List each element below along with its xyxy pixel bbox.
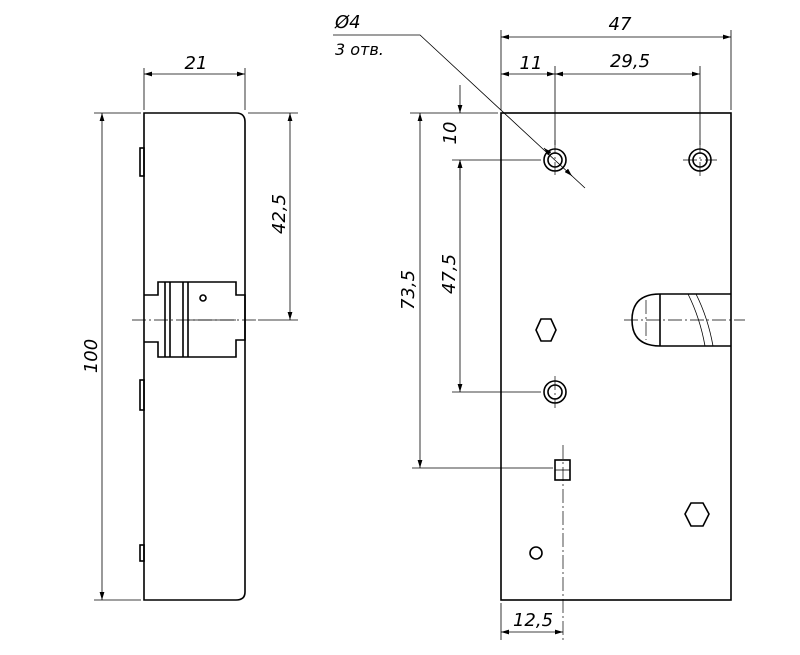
dim-hole-spacing-y: 47,5 [439, 160, 541, 393]
dim-side-height: 100 [81, 112, 141, 601]
small-hole [529, 546, 543, 560]
dim-hole-spacing-y-label: 47,5 [439, 254, 460, 294]
dim-slot-x-label: 12,5 [513, 610, 553, 631]
dim-hole-offset-y-label: 10 [440, 122, 461, 145]
dim-front-width-label: 47 [609, 14, 632, 35]
side-view: 21 100 42,5 [81, 53, 298, 601]
front-view: 47 11 29,5 10 47,5 73, [333, 12, 745, 640]
small-slot [554, 459, 571, 481]
dim-slot-y: 73,5 [398, 113, 553, 469]
dim-front-width: 47 [500, 14, 732, 110]
front-view-body [500, 112, 732, 601]
hole-diameter-label: Ø4 [334, 12, 361, 33]
side-tab-bottom [139, 544, 145, 562]
dim-hole-offset-x-label: 11 [520, 53, 543, 74]
dim-hole-spacing-x-label: 29,5 [610, 51, 650, 72]
side-view-body [143, 112, 246, 601]
hex-nut-bottom [684, 502, 710, 527]
dim-slot-x: 12,5 [500, 603, 563, 640]
latch-bolt [624, 293, 745, 347]
dim-side-center-label: 42,5 [269, 194, 290, 234]
dim-side-width: 21 [143, 53, 246, 110]
dim-side-center: 42,5 [248, 112, 298, 321]
hex-nut-left [535, 318, 557, 342]
dim-hole-offset-y: 10 [410, 85, 541, 180]
dim-side-width-label: 21 [185, 53, 208, 74]
dim-side-height-label: 100 [81, 339, 102, 373]
hole-diameter-callout: Ø4 3 отв. [333, 12, 586, 189]
side-tab-top [139, 147, 145, 177]
dim-slot-y-label: 73,5 [398, 270, 419, 310]
side-tab-mid [139, 379, 145, 411]
hole-count-label: 3 отв. [335, 40, 384, 59]
side-latch-mechanism [144, 281, 246, 358]
dim-hole-x: 11 29,5 [501, 51, 701, 145]
